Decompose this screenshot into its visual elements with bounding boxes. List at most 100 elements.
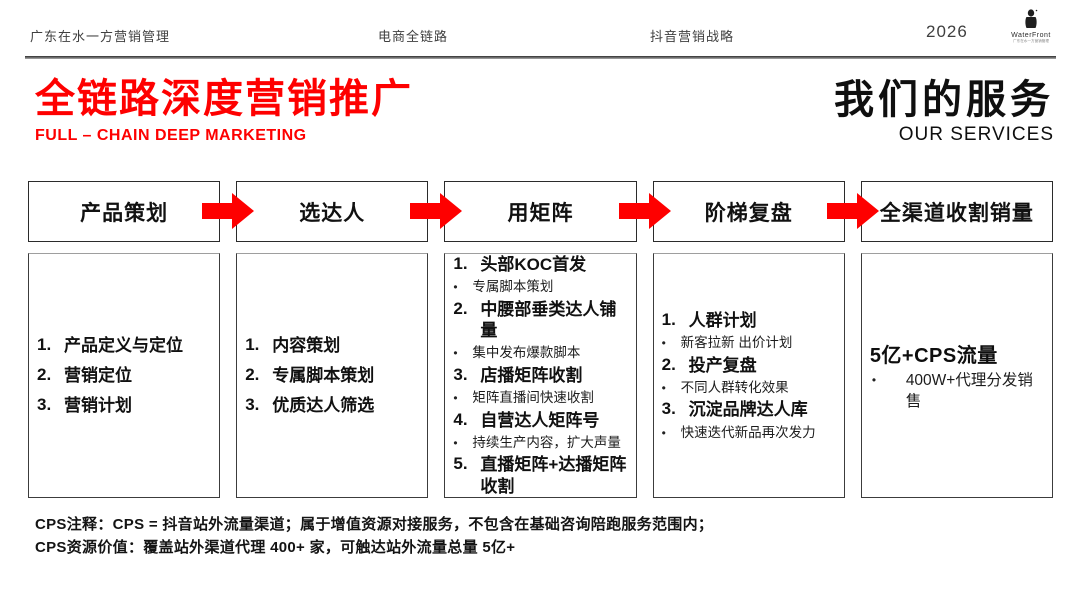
bullet-icon: • — [453, 435, 458, 450]
logo-figure-icon — [1025, 9, 1038, 28]
list-item: 2. 中腰部垂类达人铺量 — [453, 299, 630, 342]
step-label: 用矩阵 — [507, 201, 574, 225]
page-subtitle: FULL – CHAIN DEEP MARKETING — [35, 127, 307, 144]
list-item: 3. 店播矩阵收割 — [453, 365, 630, 386]
step-box-select-influencers: 选达人 — [236, 181, 429, 242]
step-label: 选达人 — [299, 201, 366, 225]
item-text: 头部KOC首发 — [480, 255, 587, 275]
bullet-icon: • — [661, 380, 666, 395]
item-text: 中腰部垂类达人铺量 — [480, 299, 617, 341]
item-text: 矩阵直播间快速收割 — [472, 390, 594, 406]
list-item: 1. 产品定义与定位 — [37, 335, 214, 356]
item-number: 1. — [245, 334, 260, 354]
item-text: 沉淀品牌达人库 — [688, 400, 808, 420]
cps-footnote-line: CPS注释：CPS = 抖音站外流量渠道；属于增值资源对接服务，不包含在基础咨询… — [35, 516, 714, 533]
logo-name: WaterFront — [1011, 32, 1051, 39]
bullet-icon: • — [661, 336, 666, 351]
step-box-use-matrix: 用矩阵 — [444, 181, 637, 242]
sub-bullet-item: • 专属脚本策划 — [453, 278, 630, 296]
item-text: 专属脚本策划 — [472, 279, 554, 295]
list-item: 1. 人群计划 — [662, 310, 839, 331]
bullet-icon: • — [453, 280, 458, 295]
item-number: 1. — [661, 309, 676, 329]
bullet-icon: • — [661, 425, 666, 440]
item-number: 3. — [453, 364, 468, 384]
list-item: 3. 优质达人筛选 — [245, 395, 422, 416]
item-number: 5. — [453, 454, 468, 474]
detail-box-omnichannel-sales: 5亿+CPS流量 • 400W+代理分发销售 — [860, 253, 1054, 498]
list-item: 4. 自营达人矩阵号 — [453, 410, 630, 431]
item-number: 2. — [37, 364, 52, 384]
item-text: 快速迭代新品再次发力 — [680, 424, 816, 440]
list-item: 3. 营销计划 — [37, 395, 214, 416]
flow-arrow-icon — [827, 192, 879, 230]
header-year: 2026 — [926, 22, 968, 41]
item-text: 优质达人筛选 — [272, 396, 375, 416]
item-text: 店播矩阵收割 — [480, 365, 583, 385]
item-number: 1. — [37, 334, 52, 354]
header-divider — [25, 56, 1056, 59]
sub-bullet-item: • 400W+代理分发销售 — [870, 371, 1047, 411]
item-text: 产品定义与定位 — [64, 335, 183, 355]
list-item: 5亿+CPS流量 — [870, 339, 1047, 368]
item-text: 不同人群转化效果 — [680, 379, 789, 395]
item-number: 2. — [245, 364, 260, 384]
sub-bullet-item: • 快速迭代新品再次发力 — [662, 424, 839, 442]
list-item: 3.沉淀品牌达人库 — [662, 399, 839, 420]
item-text: 集中发布爆款脚本 — [472, 345, 581, 361]
list-item: 1. 内容策划 — [245, 335, 422, 356]
cps-footnote-line: CPS资源价值：覆盖站外渠道代理 400+ 家，可触达站外流量总量 5亿+ — [35, 538, 516, 556]
item-number: 4. — [453, 409, 468, 429]
item-text: 400W+代理分发销售 — [905, 372, 1033, 410]
item-text: 内容策划 — [272, 335, 341, 355]
header-item-douyin: 抖音营销战略 — [650, 29, 735, 44]
cps-footnote: CPS注释：CPS = 抖音站外流量渠道；属于增值资源对接服务，不包含在基础咨询… — [35, 514, 713, 559]
logo-tagline: 广东在水一方营销管理 — [1013, 38, 1049, 43]
item-text: 投产复盘 — [688, 355, 757, 375]
services-title: 我们的服务 — [834, 78, 1054, 122]
detail-headline: 5亿+CPS流量 — [869, 345, 998, 368]
header-item-ecommerce: 电商全链路 — [378, 29, 449, 44]
item-text: 新客拉新 出价计划 — [680, 335, 793, 351]
item-text: 营销计划 — [64, 396, 132, 416]
flow-arrow-icon — [202, 192, 254, 230]
item-text: 人群计划 — [688, 310, 757, 330]
sub-bullet-item: • 集中发布爆款脚本 — [453, 344, 630, 362]
list-item: 2. 营销定位 — [37, 365, 214, 386]
header-item-company: 广东在水一方营销管理 — [30, 29, 171, 44]
step-label: 全渠道收割销量 — [879, 201, 1034, 225]
item-number: 2. — [661, 354, 676, 374]
page-title: 全链路深度营销推广 — [35, 77, 413, 121]
item-number: 3. — [245, 395, 260, 415]
step-label: 产品策划 — [80, 201, 169, 225]
item-text: 专属脚本策划 — [272, 365, 375, 385]
detail-box-product-planning: 1. 产品定义与定位 2. 营销定位 3. 营销计划 — [28, 253, 221, 498]
step-label: 阶梯复盘 — [704, 201, 793, 225]
item-text: 持续生产内容，扩大声量 — [472, 434, 621, 450]
list-item: 2. 投产复盘 — [662, 355, 839, 376]
flow-arrow-icon — [410, 192, 462, 230]
item-text: 直播矩阵+达播矩阵收割 — [480, 455, 627, 496]
flow-steps-row: 产品策划 选达人 用矩阵 阶梯复盘 全渠道收割销量 — [28, 181, 1054, 242]
item-number: 3. — [37, 395, 52, 415]
list-item: 1. 头部KOC首发 — [453, 254, 630, 275]
item-text: 营销定位 — [64, 365, 132, 385]
sub-bullet-item: • 持续生产内容，扩大声量 — [453, 434, 630, 452]
bullet-icon: • — [871, 373, 877, 388]
sub-bullet-item: • 不同人群转化效果 — [662, 379, 839, 397]
waterfront-logo: WaterFront 广东在水一方营销管理 — [1005, 9, 1057, 43]
list-item: 5. 直播矩阵+达播矩阵收割 — [453, 454, 630, 497]
item-number: 2. — [453, 298, 468, 318]
item-text: 自营达人矩阵号 — [480, 410, 600, 430]
detail-box-select-influencers: 1. 内容策划 2. 专属脚本策划 3. 优质达人筛选 — [236, 253, 429, 498]
bullet-icon: • — [453, 346, 458, 361]
bullet-icon: • — [453, 391, 458, 406]
services-title-block: 我们的服务 OUR SERVICES — [834, 78, 1054, 146]
title-block: 全链路深度营销推广 FULL – CHAIN DEEP MARKETING — [35, 76, 413, 145]
services-subtitle: OUR SERVICES — [898, 124, 1054, 145]
list-item: 2. 专属脚本策划 — [245, 365, 422, 386]
sub-bullet-item: • 新客拉新 出价计划 — [662, 334, 839, 352]
item-number: 1. — [453, 254, 468, 274]
